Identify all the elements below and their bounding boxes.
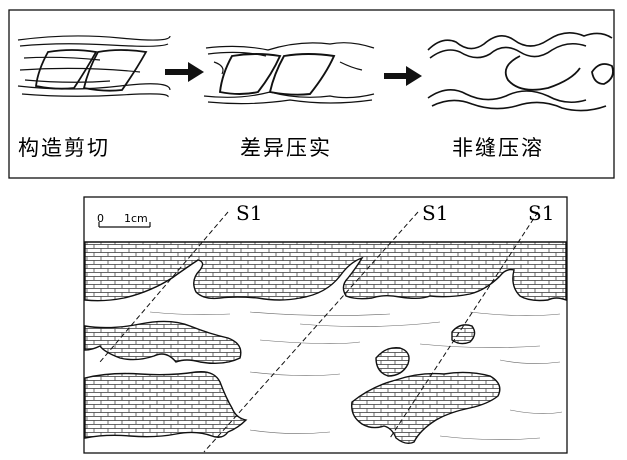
bottom-panel: 0 1cm S1 S1 S1 (84, 197, 567, 453)
stage-label-shear: 构造剪切 (18, 136, 110, 160)
s1-label-1: S1 (236, 201, 262, 225)
top-panel: 构造剪切 差异压实 非缝压溶 (9, 10, 614, 178)
stage-label-compaction: 差异压实 (240, 136, 332, 160)
scale-bar-zero: 0 (97, 212, 104, 225)
stage-label-pressure-solution: 非缝压溶 (452, 136, 544, 160)
s1-label-2: S1 (422, 201, 448, 225)
s1-label-3: S1 (528, 201, 554, 225)
arrow-icon (384, 66, 422, 86)
stage-shear-diagram (18, 36, 170, 97)
scale-bar-unit: 1cm (124, 212, 148, 225)
stage-pressure-solution-diagram (428, 33, 613, 111)
stage-compaction-diagram (204, 43, 374, 104)
limestone-nodule-tiny (452, 325, 475, 344)
arrow-icon (165, 62, 204, 82)
